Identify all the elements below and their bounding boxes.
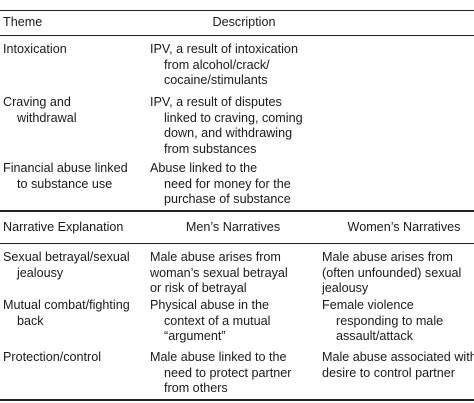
t2-row1-women: Male abuse arises from (often unfounded)… (322, 250, 462, 296)
t2-row2-explanation: Mutual combat/fighting back (3, 298, 130, 328)
header-description: Description (212, 15, 276, 29)
t2-row1-explanation: Sexual betrayal/sexual jealousy (3, 250, 130, 280)
t1-row3-description: Abuse linked to the need for money for t… (150, 161, 291, 207)
bottom-rule (0, 399, 474, 401)
header-mens-narratives: Men’s Narratives (185, 220, 281, 234)
table-separator-rule (0, 210, 474, 212)
header-theme: Theme (3, 15, 43, 29)
top-rule (0, 10, 474, 11)
t1-row2-description: IPV, a result of disputes linked to crav… (150, 95, 303, 156)
t1-row2-theme: Craving and withdrawal (3, 95, 77, 125)
t1-row3-theme: Financial abuse linked to substance use (3, 161, 128, 191)
table2-header-rule (0, 243, 474, 244)
header-narrative-explanation: Narrative Explanation (3, 220, 124, 234)
table1-header-rule (0, 35, 474, 36)
t1-row1-description: IPV, a result of intoxication from alcoh… (150, 42, 298, 88)
t2-row3-women: Male abuse associated with desire to con… (322, 350, 474, 380)
t2-row3-explanation: Protection/control (3, 350, 102, 364)
t2-row3-men: Male abuse linked to the need to protect… (150, 350, 292, 396)
header-womens-narratives: Women’s Narratives (347, 220, 461, 234)
t2-row1-men: Male abuse arises from woman’s sexual be… (150, 250, 288, 296)
t1-row1-theme: Intoxication (3, 42, 67, 56)
t2-row2-men: Physical abuse in the context of a mutua… (150, 298, 271, 344)
t2-row2-women: Female violence responding to male assau… (322, 298, 444, 344)
